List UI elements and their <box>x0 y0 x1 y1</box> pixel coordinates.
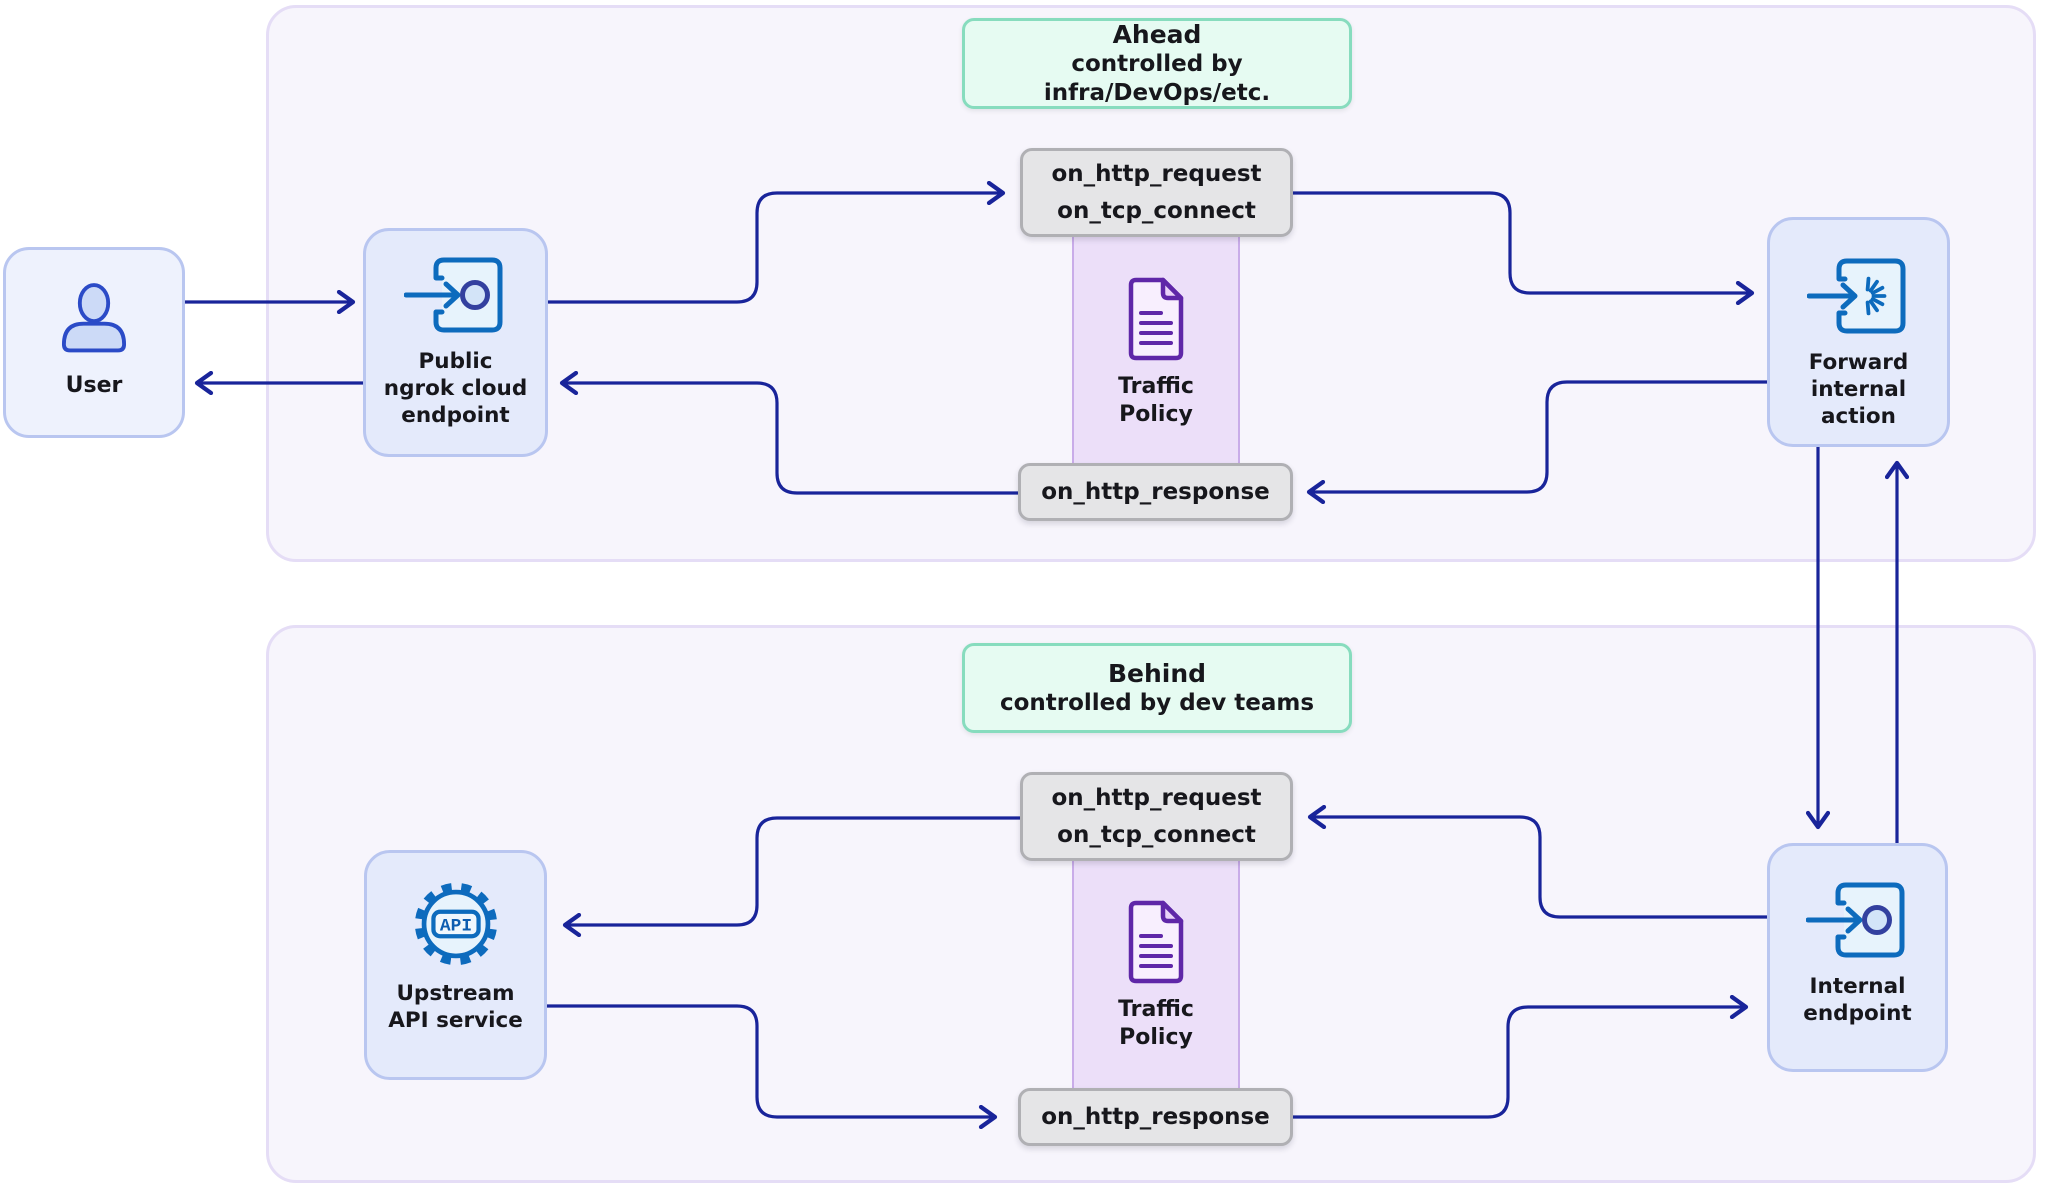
forward-internal-burst-icon <box>1806 258 1905 334</box>
api-gear-icon: API <box>414 882 497 966</box>
traffic-policy-label: Traffic Policy <box>1118 374 1194 427</box>
node-label: Public ngrok cloud endpoint <box>383 349 528 428</box>
zone-subtitle: controlled by infra/DevOps/etc. <box>1043 51 1271 106</box>
hook-label: on_http_response <box>1041 478 1270 505</box>
traffic-policy-band-behind: Traffic Policy <box>1072 848 1240 1100</box>
hook-box-response-behind: on_http_response <box>1018 1088 1293 1146</box>
arrow-on-http-request-to-forward-action <box>1293 191 1751 293</box>
traffic-policy-document-icon <box>1128 277 1184 361</box>
node-upstream-api-service: API Upstream API service <box>364 850 547 1080</box>
user-icon <box>61 283 127 353</box>
node-public-ngrok-cloud-endpoint: Public ngrok cloud endpoint <box>363 228 548 457</box>
hook-box-response-ahead: on_http_response <box>1018 463 1293 521</box>
internal-endpoint-icon <box>1805 882 1904 958</box>
node-forward-internal-action: Forward internal action <box>1767 217 1950 447</box>
arrow-public-endpoint-to-on-http-request <box>548 193 1002 304</box>
node-label: Forward internal action <box>1808 350 1909 429</box>
hook-label: on_http_request <box>1051 784 1262 811</box>
api-badge-text: API <box>439 917 471 937</box>
hook-box-request-behind: on_http_request on_tcp_connect <box>1020 772 1293 861</box>
zone-subtitle: controlled by dev teams <box>999 690 1315 716</box>
zone-title: Ahead <box>1112 20 1202 49</box>
node-internal-endpoint: Internal endpoint <box>1767 843 1948 1072</box>
cloud-endpoint-icon <box>403 257 502 333</box>
arrow-upstream-api-to-on-http-response <box>547 1004 994 1117</box>
arrow-on-http-response-to-public-endpoint <box>563 383 1018 495</box>
hook-box-request-ahead: on_http_request on_tcp_connect <box>1020 148 1293 237</box>
zone-title: Behind <box>1107 659 1207 688</box>
zone-label-ahead: Ahead controlled by infra/DevOps/etc. <box>962 18 1352 109</box>
traffic-policy-label: Traffic Policy <box>1118 997 1194 1050</box>
node-label: Internal endpoint <box>1803 974 1912 1026</box>
hook-label: on_http_request <box>1051 160 1262 187</box>
hook-label: on_http_response <box>1041 1103 1270 1130</box>
arrow-on-http-request-to-upstream-api <box>566 816 1020 925</box>
node-user: User <box>3 247 185 438</box>
arrow-on-http-response-to-internal-endpoint <box>1293 1007 1745 1119</box>
hook-label: on_tcp_connect <box>1057 821 1256 848</box>
hook-label: on_tcp_connect <box>1057 197 1256 224</box>
arrow-forward-action-to-on-http-response <box>1310 380 1767 492</box>
node-label: User <box>65 373 123 398</box>
arrow-internal-endpoint-to-on-http-request <box>1311 817 1767 919</box>
zone-label-behind: Behind controlled by dev teams <box>962 643 1352 733</box>
node-label: Upstream API service <box>388 981 523 1033</box>
traffic-policy-document-icon <box>1128 900 1184 984</box>
